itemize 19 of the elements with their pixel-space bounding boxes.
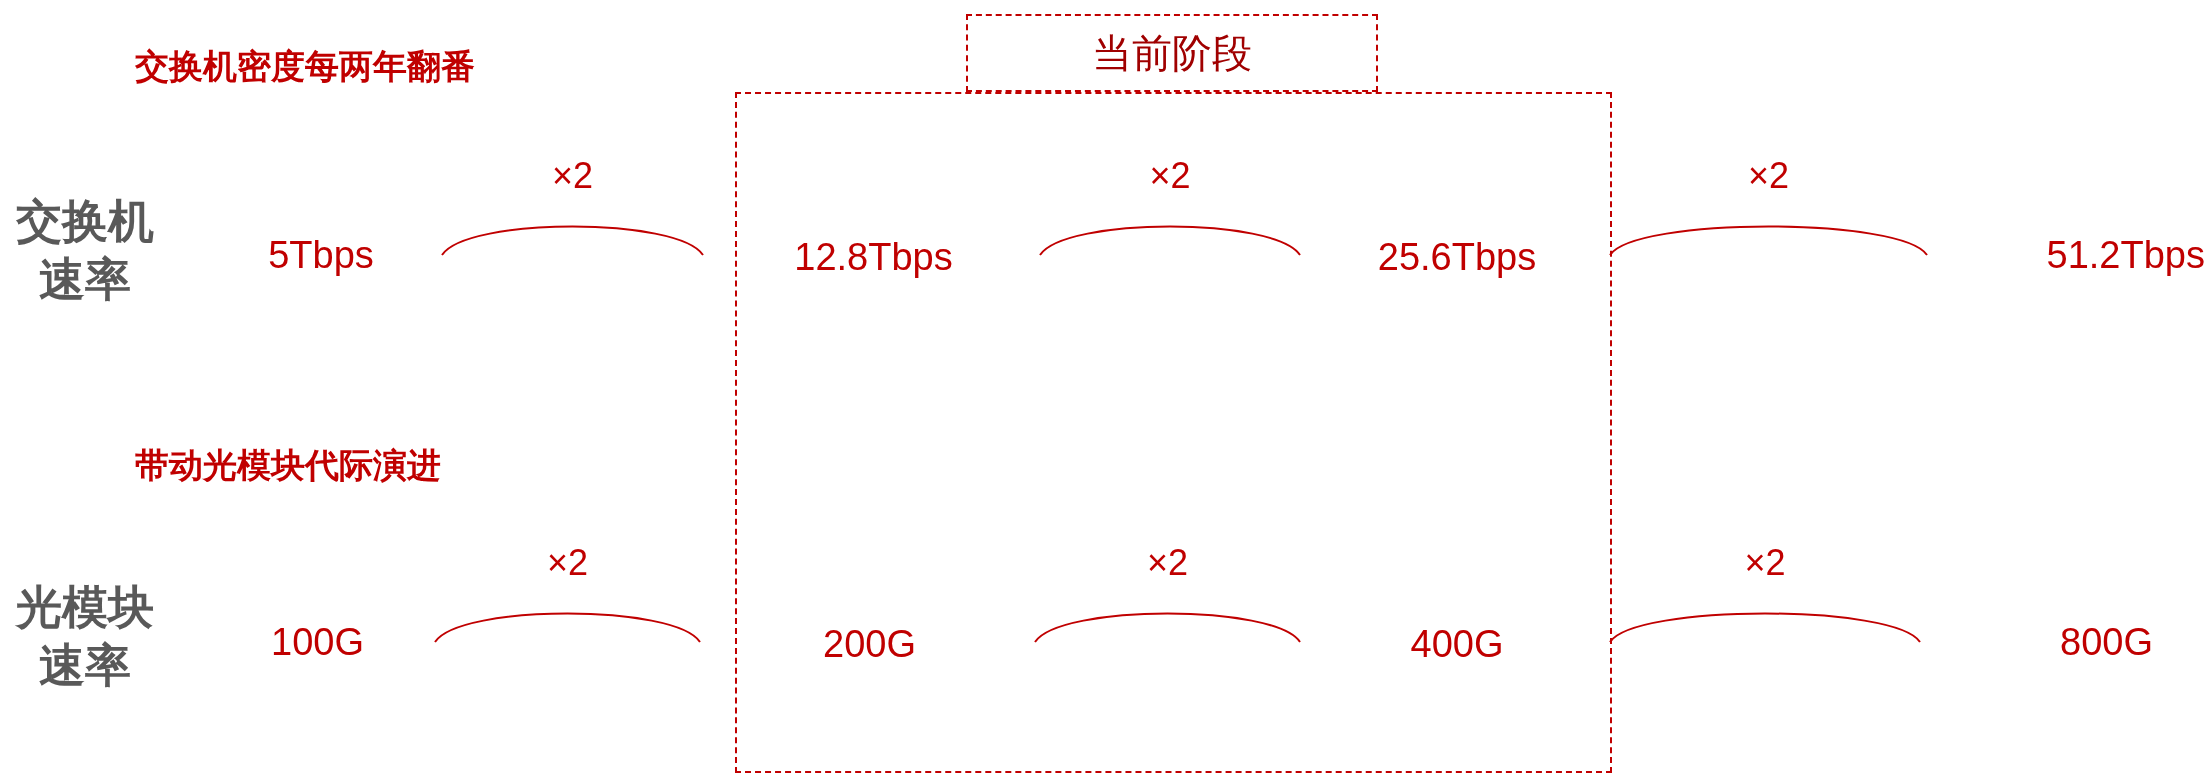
- section-heading: 交换机密度每两年翻番: [135, 45, 475, 88]
- row-heading: 交换机速率: [15, 193, 155, 308]
- row-heading: 光模块速率: [14, 579, 155, 694]
- arc-connector: [1609, 612, 1921, 643]
- arc-connector: [1609, 225, 1928, 256]
- arc-connector: [1039, 225, 1301, 256]
- arc-connector: [1034, 612, 1301, 643]
- section-heading: 带动光模块代际演进: [135, 444, 441, 487]
- stage-tab: 当前阶段: [966, 14, 1378, 92]
- value-text: 400G: [1302, 614, 1612, 674]
- value-text: 200G: [702, 614, 1037, 674]
- arc-connector: [441, 225, 704, 256]
- value-text: 100G: [200, 612, 435, 672]
- value-text: 12.8Tbps: [705, 227, 1042, 287]
- value-text: 51.2Tbps: [1927, 225, 2211, 285]
- value-text: 800G: [1920, 612, 2211, 672]
- value-text: 5Tbps: [200, 225, 442, 285]
- value-text: 25.6Tbps: [1302, 227, 1612, 287]
- arc-connector: [434, 612, 701, 643]
